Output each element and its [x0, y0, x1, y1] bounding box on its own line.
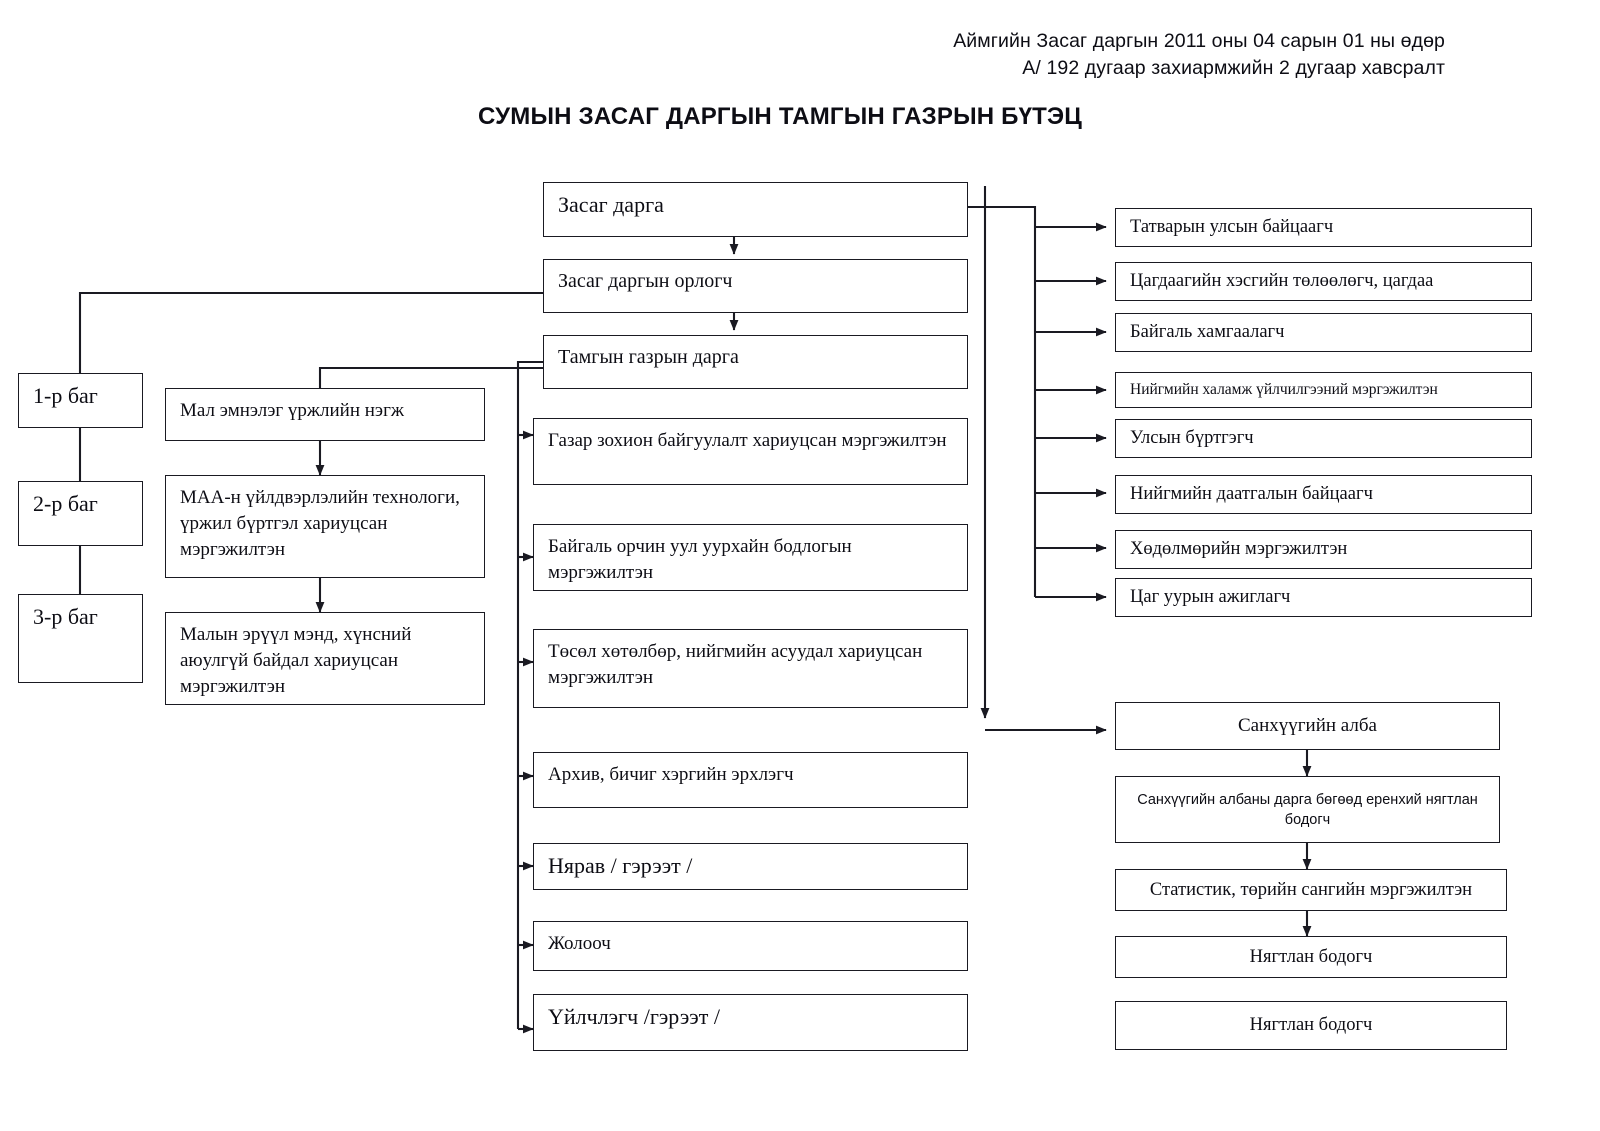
node-label: Төсөл хөтөлбөр, нийгмийн асуудал хариуцс… [548, 641, 923, 688]
node-label: Татварын улсын байцаагч [1130, 217, 1334, 237]
node-uilchlegch[interactable]: Үйлчлэгч /гэрээт / [533, 994, 968, 1051]
node-label: Санхүүгийн алба [1237, 715, 1377, 736]
page-title: СУМЫН ЗАСАГ ДАРГЫН ТАМГЫН ГАЗРЫН БҮТЭЦ [477, 103, 1083, 130]
node-statistik[interactable]: Статистик, төрийн сангийн мэргэжилтэн [1115, 869, 1507, 911]
header-note-line-1: Аймгийн Засаг даргын 2011 оны 04 сарын 0… [953, 30, 1445, 52]
node-malyn-eruul-mend[interactable]: Малын эрүүл мэнд, хүнсний аюулгүй байдал… [165, 612, 485, 705]
node-nyarav[interactable]: Нярав / гэрээт / [533, 843, 968, 890]
header-note: Аймгийн Засаг даргын 2011 оны 04 сарын 0… [953, 28, 1445, 82]
node-niigmiin-daatgal[interactable]: Нийгмийн даатгалын байцаагч [1115, 475, 1532, 514]
node-bag-2[interactable]: 2-р баг [18, 481, 143, 546]
node-label: 2-р баг [33, 491, 98, 516]
node-tamgyn-darga[interactable]: Тамгын газрын дарга [543, 335, 968, 389]
node-zholooch[interactable]: Жолооч [533, 921, 968, 971]
node-hodolmor[interactable]: Хөдөлмөрийн мэргэжилтэн [1115, 530, 1532, 569]
edge-orlogch-to-bag1 [78, 291, 543, 373]
node-label: Байгаль хамгаалагч [1130, 322, 1285, 342]
node-label: Тамгын газрын дарга [558, 346, 739, 368]
node-tsag-uur[interactable]: Цаг уурын ажиглагч [1115, 578, 1532, 617]
node-label: Цаг уурын ажиглагч [1130, 587, 1291, 607]
node-nyagtlan-bodogch-2[interactable]: Нягтлан бодогч [1115, 1001, 1507, 1050]
node-zasag-orlogch[interactable]: Засаг даргын орлогч [543, 259, 968, 313]
node-label: Засаг даргын орлогч [558, 270, 733, 292]
node-label: Үйлчлэгч /гэрээт / [548, 1004, 720, 1029]
node-sankhuu-alba[interactable]: Санхүүгийн алба [1115, 702, 1500, 750]
node-label: 3-р баг [33, 604, 98, 629]
node-ulsyn-burtgegch[interactable]: Улсын бүртгэгч [1115, 419, 1532, 458]
node-arkhiv[interactable]: Архив, бичиг хэргийн эрхлэгч [533, 752, 968, 808]
node-label: Нягтлан бодогч [1249, 1015, 1373, 1035]
node-gazar-zohion[interactable]: Газар зохион байгуулалт хариуцсан мэргэж… [533, 418, 968, 485]
node-zasag-darga[interactable]: Засаг дарга [543, 182, 968, 237]
node-baigal-hamgaalagch[interactable]: Байгаль хамгаалагч [1115, 313, 1532, 352]
node-label: Мал эмнэлэг үржлийн нэгж [180, 400, 405, 421]
node-label: Жолооч [548, 933, 611, 954]
node-label: Санхүүгийн албаны дарга бөгөөд еренхий н… [1137, 791, 1478, 828]
node-sankhuu-albany-darga[interactable]: Санхүүгийн албаны дарга бөгөөд еренхий н… [1115, 776, 1500, 843]
node-label: Нягтлан бодогч [1249, 946, 1373, 967]
node-label: Газар зохион байгуулалт хариуцсан мэргэж… [548, 430, 947, 451]
node-mal-emneleg[interactable]: Мал эмнэлэг үржлийн нэгж [165, 388, 485, 441]
node-label: Нийгмийн халамж үйлчилгээний мэргэжилтэн [1130, 381, 1438, 398]
node-maa-tekhnologi[interactable]: МАА-н үйлдвэрлэлийн технологи, үржил бүр… [165, 475, 485, 578]
node-label: Улсын бүртгэгч [1130, 428, 1254, 448]
node-label: МАА-н үйлдвэрлэлийн технологи, үржил бүр… [180, 487, 460, 560]
edge-tamga-to-mal [318, 366, 543, 388]
node-label: Малын эрүүл мэнд, хүнсний аюулгүй байдал… [180, 624, 412, 697]
node-tatvar[interactable]: Татварын улсын байцаагч [1115, 208, 1532, 247]
node-niigmiin-halamj[interactable]: Нийгмийн халамж үйлчилгээний мэргэжилтэн [1115, 372, 1532, 408]
right-bus [968, 205, 1037, 597]
node-label: Архив, бичиг хэргийн эрхлэгч [548, 764, 794, 785]
node-label: Засаг дарга [558, 192, 664, 217]
node-label: Байгаль орчин уул уурхайн бодлогын мэргэ… [548, 536, 852, 583]
node-label: Статистик, төрийн сангийн мэргэжилтэн [1149, 879, 1473, 900]
node-label: Хөдөлмөрийн мэргэжилтэн [1130, 539, 1348, 559]
node-bag-1[interactable]: 1-р баг [18, 373, 143, 428]
header-note-line-2: А/ 192 дугаар захиармжийн 2 дугаар хавср… [1022, 57, 1445, 79]
node-nyagtlan-bodogch-1[interactable]: Нягтлан бодогч [1115, 936, 1507, 978]
node-tusul-hotolbor[interactable]: Төсөл хөтөлбөр, нийгмийн асуудал хариуцс… [533, 629, 968, 708]
node-bag-3[interactable]: 3-р баг [18, 594, 143, 683]
node-tsagdaa[interactable]: Цагдаагийн хэсгийн төлөөлөгч, цагдаа [1115, 262, 1532, 301]
node-label: 1-р баг [33, 383, 98, 408]
node-baigal-orchin[interactable]: Байгаль орчин уул уурхайн бодлогын мэргэ… [533, 524, 968, 591]
node-label: Нярав / гэрээт / [548, 853, 693, 878]
node-label: Цагдаагийн хэсгийн төлөөлөгч, цагдаа [1130, 271, 1434, 291]
node-label: Нийгмийн даатгалын байцаагч [1130, 484, 1373, 504]
